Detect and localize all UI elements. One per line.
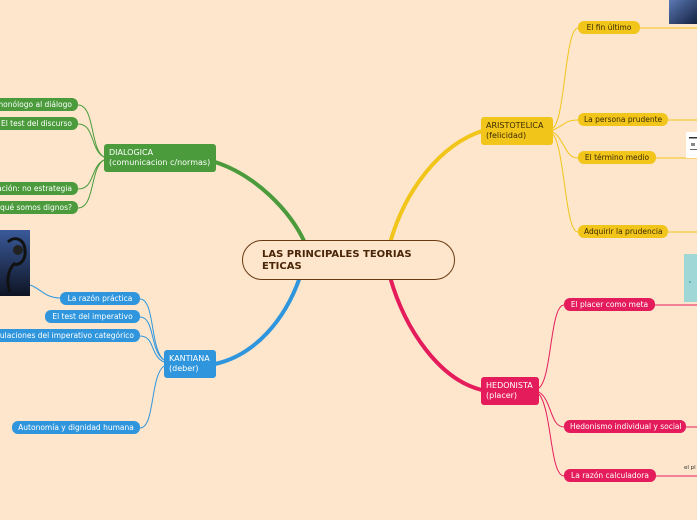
subtopic-aristotelica-2[interactable]: La persona prudente (578, 113, 668, 126)
central-title-line1: LAS PRINCIPALES TEORIAS (262, 249, 412, 260)
subtopic-aristotelica-1[interactable]: El fin último (578, 21, 640, 34)
topic-hedonista[interactable]: HEDONISTA (placer) (481, 377, 539, 405)
subtopic-kantiana-1[interactable]: La razón práctica (60, 292, 140, 305)
topic-hedonista-line2: (placer) (486, 391, 518, 400)
kant-portrait-image (0, 230, 30, 296)
topic-kantiana[interactable]: KANTIANA (deber) (164, 350, 216, 378)
central-title-line2: ETICAS (262, 260, 302, 272)
partial-image-card (686, 132, 697, 158)
subtopic-aristotelica-3[interactable]: El término medio (578, 151, 656, 164)
subtopic-hedonista-3[interactable]: La razón calculadora (564, 469, 656, 482)
subtopic-hedonista-1[interactable]: El placer como meta (564, 298, 655, 311)
subtopic-hedonista-2[interactable]: Hedonismo individual y social (564, 420, 686, 433)
subtopic-dialogica-4[interactable]: qué somos dignos? (0, 201, 78, 214)
topic-kantiana-line2: (deber) (169, 364, 199, 373)
topic-dialogica[interactable]: DIALOGICA (comunicacion c/normas) (104, 144, 216, 172)
subtopic-dialogica-1[interactable]: monólogo al diálogo (0, 98, 78, 111)
link-central-dialogica (213, 160, 307, 245)
topic-hedonista-line1: HEDONISTA (486, 381, 533, 390)
topic-aristotelica-line1: ARISTOTELICA (486, 121, 544, 130)
topic-dialogica-line1: DIALOGICA (109, 148, 154, 157)
subtopic-kantiana-4[interactable]: Autonomía y dignidad humana (12, 421, 140, 434)
partial-image-top-right (669, 0, 697, 24)
link-central-aristotelica (388, 129, 484, 245)
subtopic-aristotelica-4[interactable]: Adquirir la prudencia (578, 225, 668, 238)
subtopic-kantiana-2[interactable]: El test del imperativo (45, 310, 140, 323)
edge-text: el pl (684, 465, 696, 471)
link-central-kantiana (213, 275, 302, 366)
link-central-hedonista (388, 275, 484, 392)
topic-dialogica-line2: (comunicacion c/normas) (109, 158, 211, 167)
topic-aristotelica[interactable]: ARISTOTELICA (felicidad) (481, 117, 553, 145)
partial-image-teal (684, 254, 697, 302)
subtopic-kantiana-3[interactable]: mulaciones del imperativo categórico (0, 329, 140, 342)
central-topic[interactable]: LAS PRINCIPALES TEORIAS ETICAS (242, 240, 455, 280)
topic-aristotelica-line2: (felicidad) (486, 131, 527, 140)
topic-kantiana-line1: KANTIANA (169, 354, 210, 363)
subtopic-dialogica-2[interactable]: El test del discurso (0, 117, 78, 130)
subtopic-dialogica-3[interactable]: ación: no estrategia (0, 182, 78, 195)
